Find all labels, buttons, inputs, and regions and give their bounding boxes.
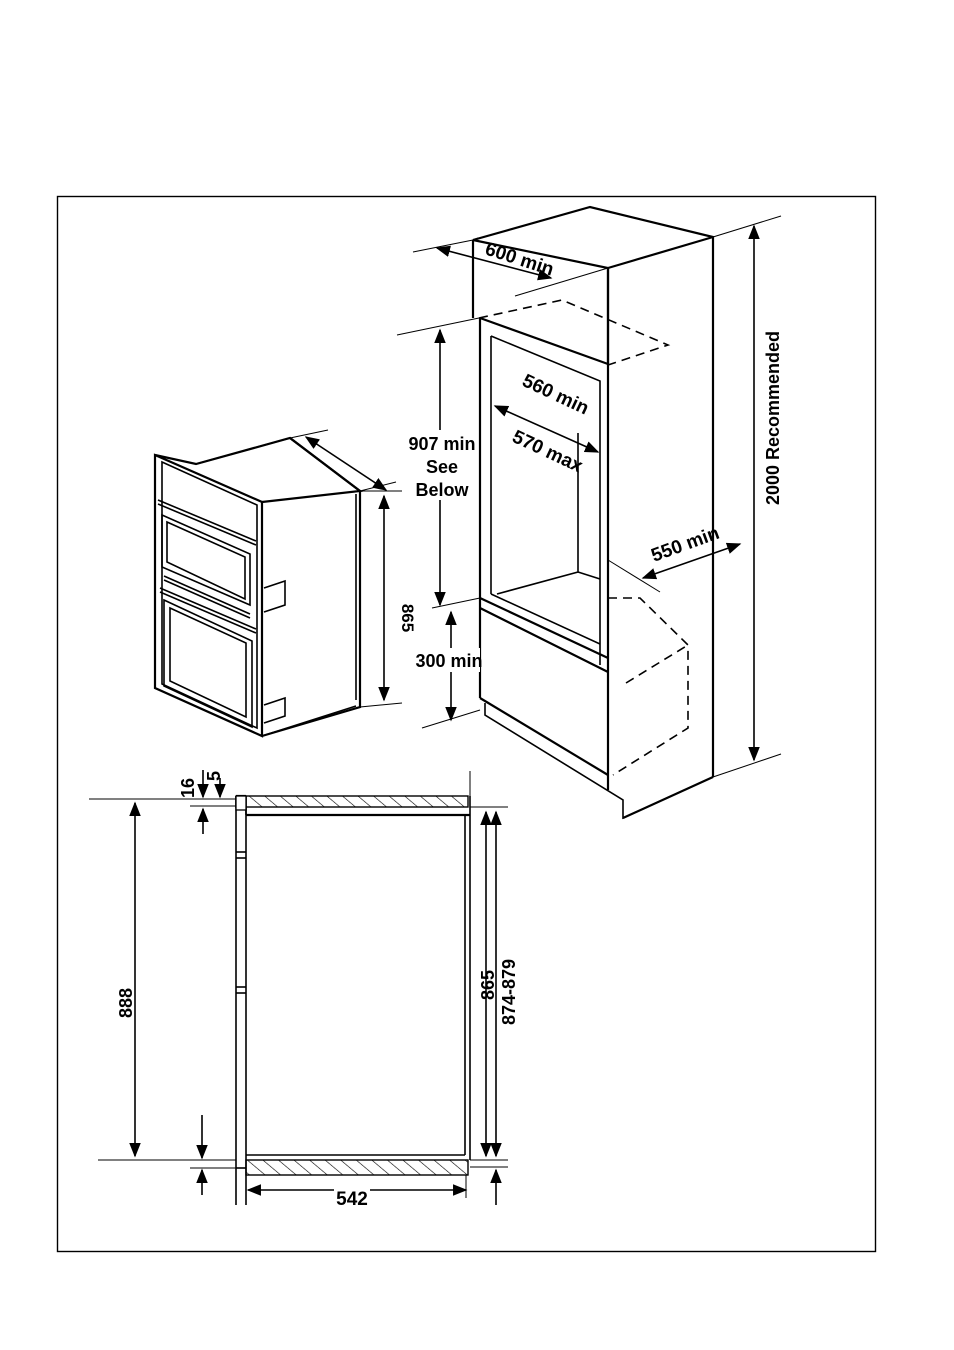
width-570-label: 570 max: [509, 426, 586, 477]
diagram-frame: [58, 197, 876, 1252]
plinth-300-label: 300 min: [415, 651, 482, 671]
inner-865-label: 865: [478, 970, 498, 1000]
depth-560-label: 560 min: [519, 370, 592, 419]
see-below-label-2: Below: [415, 480, 469, 500]
overall-888-label: 888: [116, 988, 136, 1018]
housing-cabinet: 600 min 2000 Recommended 560 min 570 max…: [397, 207, 783, 818]
height-907-label: 907 min: [408, 434, 475, 454]
see-below-label-1: See: [426, 457, 458, 477]
depth-542-label: 542: [336, 1189, 368, 1210]
gap-5-label: 5: [204, 771, 224, 781]
width-600-label: 600 min: [482, 239, 556, 281]
height-2000-label: 2000 Recommended: [763, 331, 783, 505]
oven-height-label: 865: [398, 604, 417, 632]
section-view: 16 5 888 865 874-879 542: [89, 770, 519, 1210]
range-874-879-label: 874-879: [499, 959, 519, 1025]
gap-16-label: 16: [178, 778, 198, 798]
oven-illustration: 865: [155, 430, 417, 736]
depth-550-label: 550 min: [649, 523, 723, 567]
